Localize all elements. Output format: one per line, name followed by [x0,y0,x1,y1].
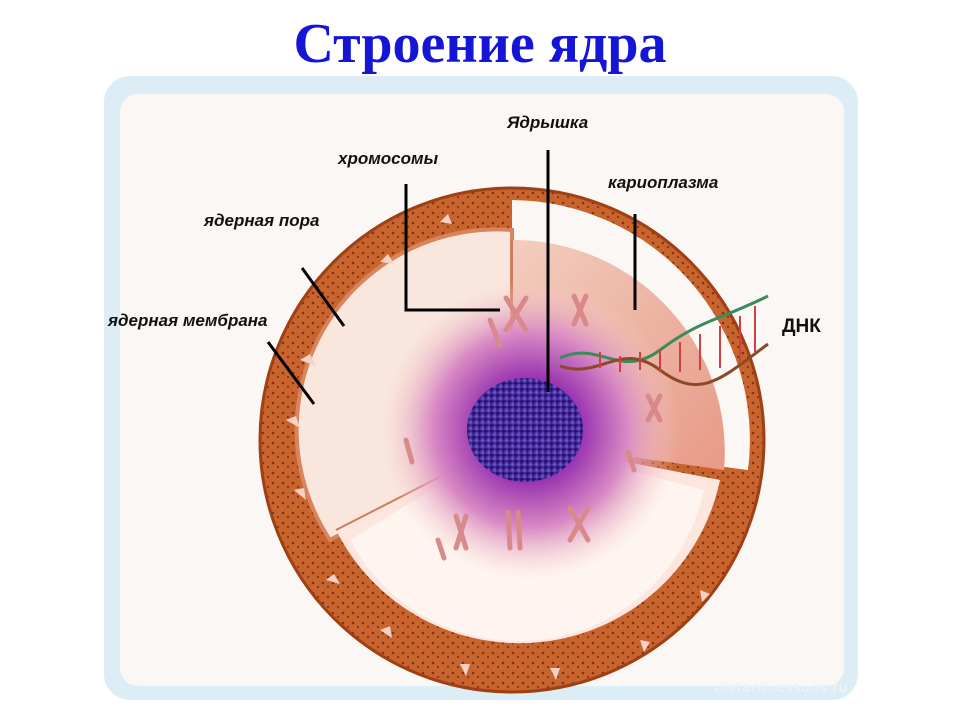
nuclear-pore [294,488,306,500]
nuclear-pore [326,574,340,584]
label-nuclear-membrane: ядерная мембрана [107,311,268,330]
chromosome [453,513,469,551]
chromosome [571,293,589,327]
nuclear-pore [640,640,650,652]
nuclear-pore [300,354,316,366]
nuclear-pores [286,214,710,680]
chromosome [645,393,663,423]
chromosomes [403,293,663,561]
chromosome [567,505,591,543]
leader-lines [266,150,637,405]
label-karyoplasm: кариоплазма [608,173,718,192]
dna-rungs [599,306,756,372]
page-title: Строение ядра [293,13,667,75]
leader-line-nuclear-membrane [266,341,316,405]
leader-line-chromosomes [404,184,500,312]
chromosome [403,437,415,465]
chromosome [435,537,447,561]
nuclear-pore [286,416,300,428]
chromosome [625,449,637,473]
label-dna: ДНК [782,316,821,337]
chromosome [505,509,523,551]
watermark: distant-lessons.ru [714,680,848,696]
nuclear-pore [380,626,392,638]
dna-helix [559,294,769,387]
nucleolus [467,378,583,482]
label-nucleolus: Ядрышка [506,113,588,132]
nuclear-pore [460,664,470,676]
chromosome [487,317,503,349]
nuclear-pore [550,668,560,680]
nuclear-pore [700,590,710,602]
leader-line-nuclear-pore [300,267,346,327]
nuclear-pore [440,214,452,224]
label-nuclear-pore: ядерная пора [203,211,319,230]
chromosome [503,295,529,333]
label-chromosomes: хромосомы [337,149,439,168]
nuclear-pore [380,254,394,264]
